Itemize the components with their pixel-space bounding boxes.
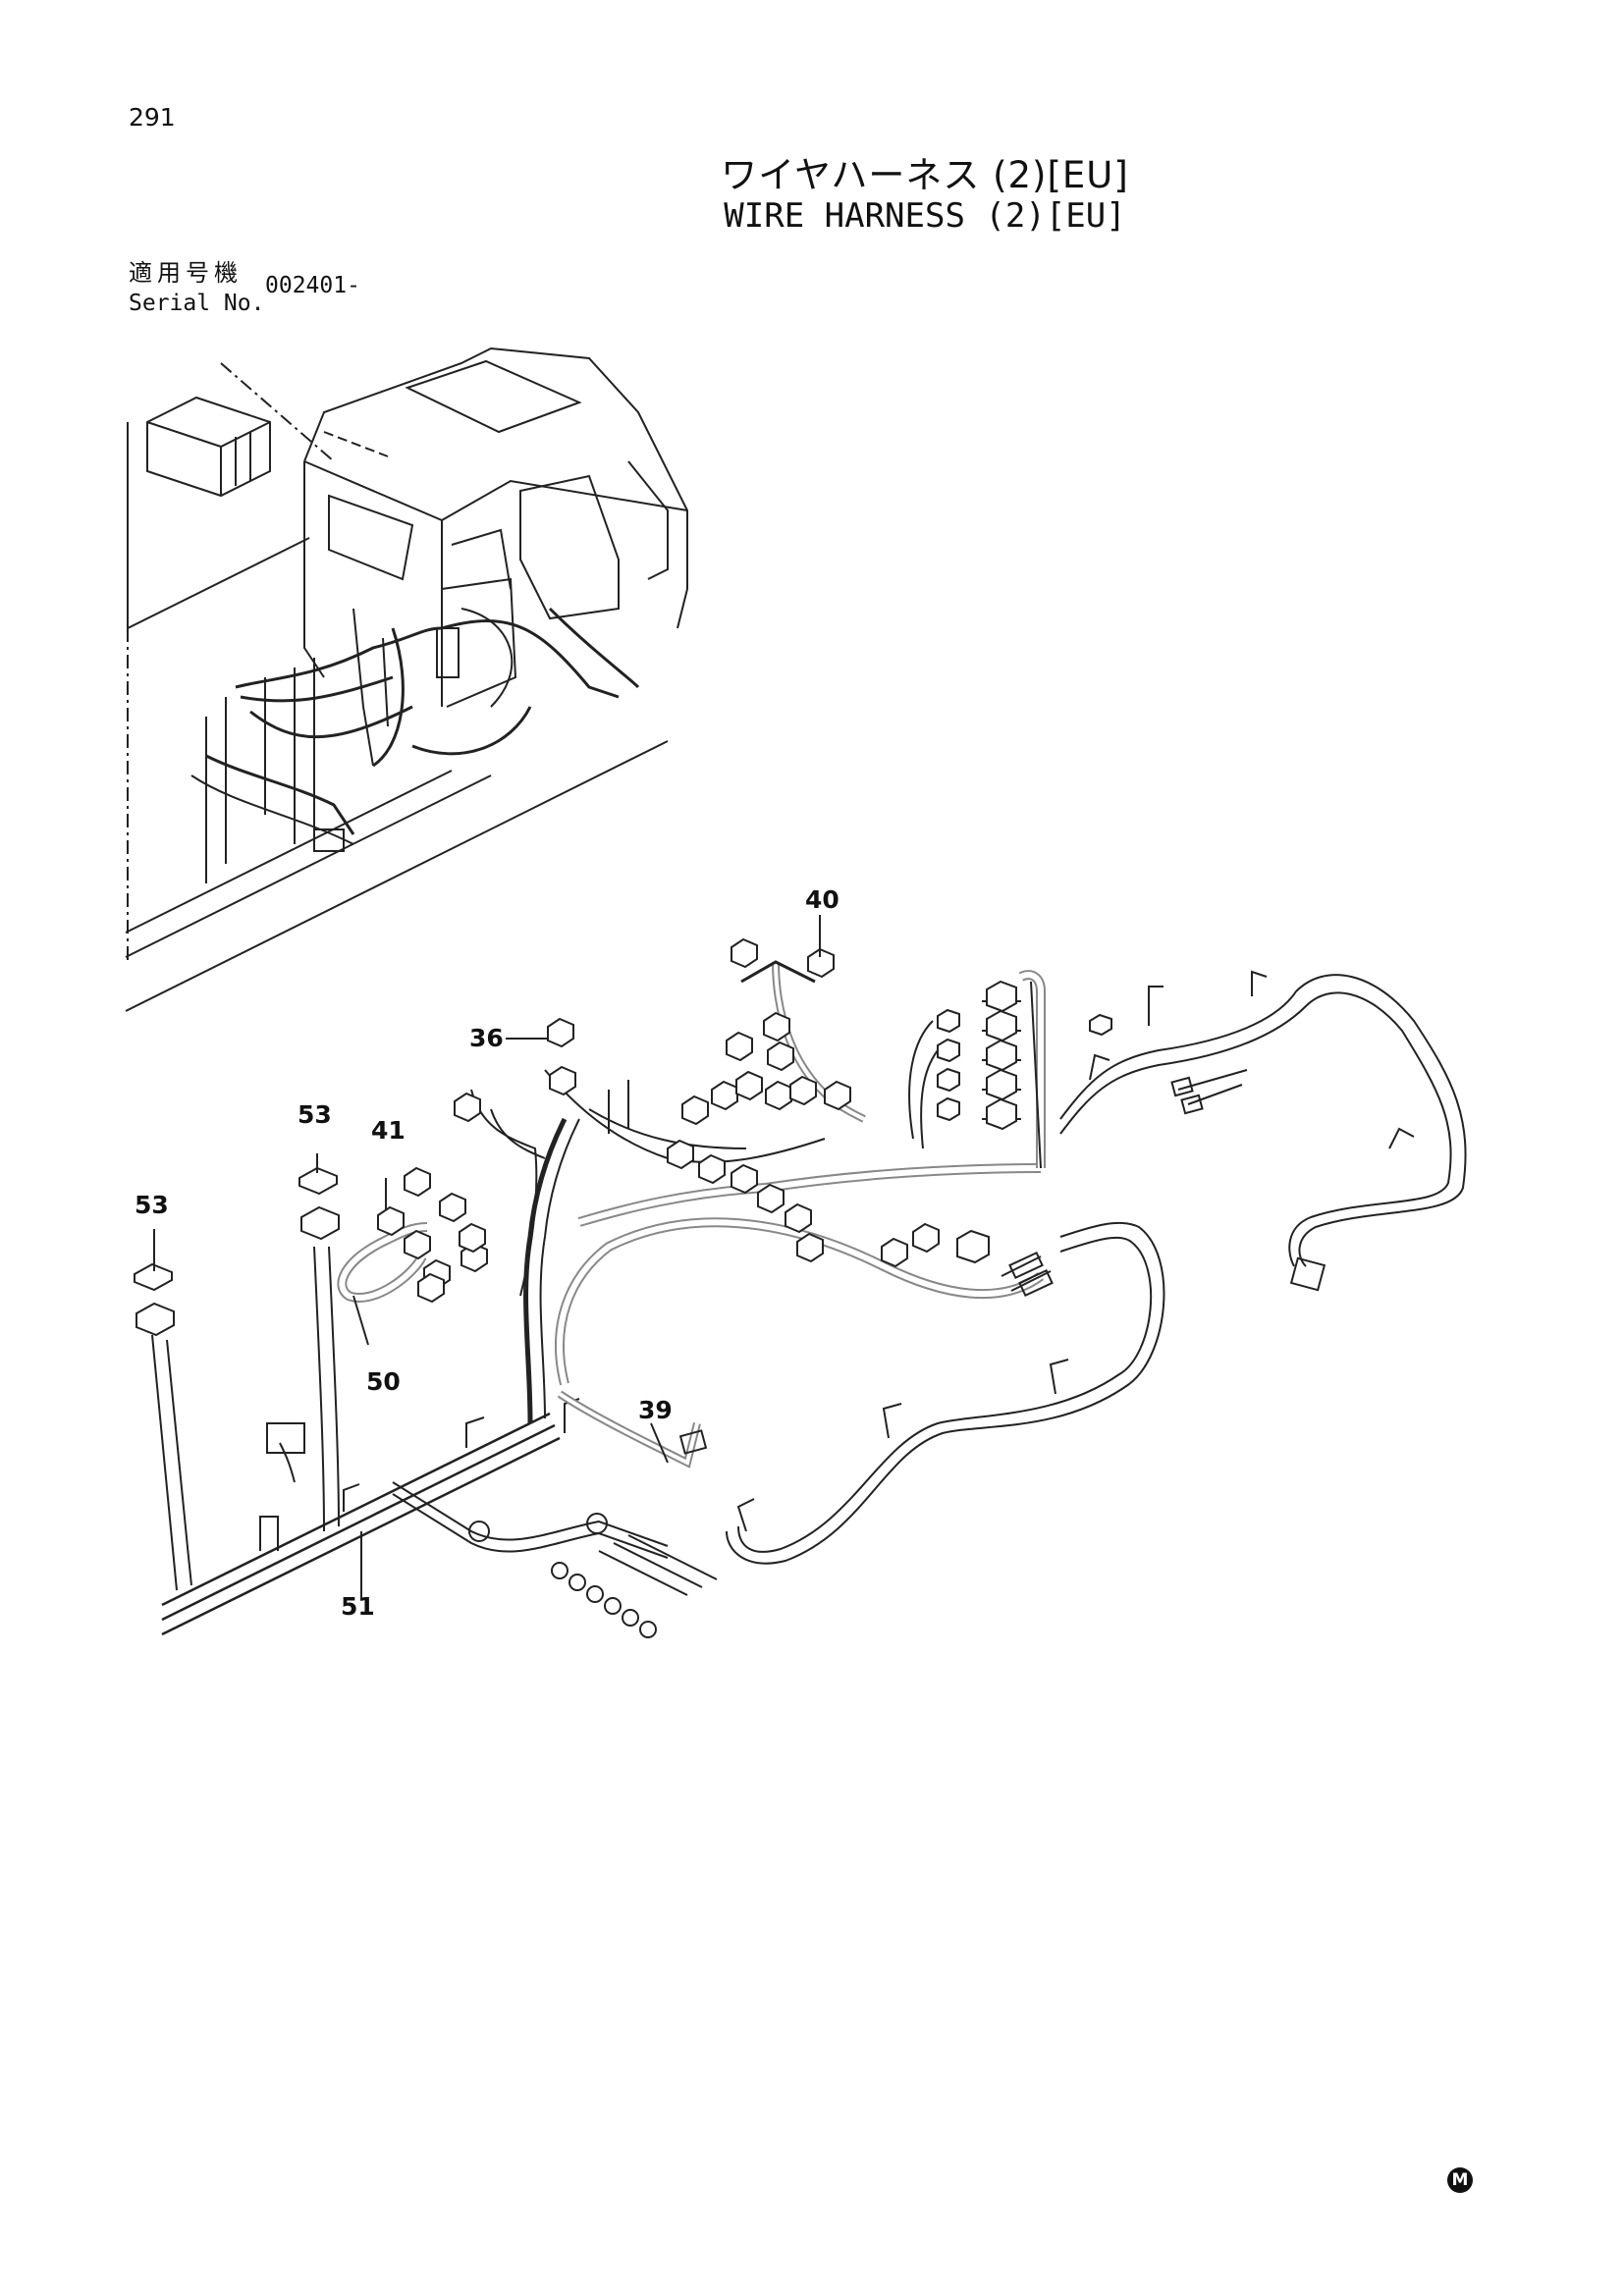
m-mark: M	[1447, 2167, 1473, 2193]
callout-label: 41	[371, 1116, 406, 1145]
ring-terminals	[551, 1534, 718, 1638]
connector-41	[377, 1205, 405, 1237]
connector-53-left	[134, 1262, 173, 1292]
side-window	[519, 474, 620, 620]
body-left-edge	[127, 422, 310, 630]
overview-connector	[313, 828, 345, 852]
serial-label-english: Serial No.	[129, 291, 265, 316]
connectors	[134, 937, 1112, 1337]
front-window	[328, 494, 414, 581]
serial-label-japanese: 適用号機	[129, 259, 243, 287]
title-english: WIRE HARNESS (2)[EU]	[724, 196, 1126, 236]
title-japanese: ワイヤハーネス (2)[EU]	[721, 154, 1129, 196]
callout-label: 53	[298, 1100, 332, 1129]
connector-40a	[731, 937, 758, 969]
far-right-connector	[1289, 1256, 1326, 1292]
connector-39	[678, 1429, 708, 1455]
connector-36	[547, 1017, 574, 1048]
callout-label: 53	[135, 1191, 169, 1219]
serial-value: 002401-	[265, 273, 360, 298]
battery-box	[146, 396, 271, 498]
branch-connector-a	[266, 1422, 305, 1454]
page-number: 291	[129, 103, 176, 132]
excavator-cab-overview	[125, 347, 688, 1012]
cab-outline	[303, 347, 688, 629]
callout-label: 40	[805, 885, 839, 914]
main-harness	[151, 960, 1467, 1638]
roof-window	[405, 359, 582, 434]
callout-label: 39	[638, 1396, 673, 1424]
body-lower-edge	[125, 740, 669, 1012]
callout-label: 36	[469, 1024, 504, 1052]
callout-label: 50	[366, 1367, 401, 1396]
callout-label: 51	[341, 1592, 375, 1621]
overview-relay-stack	[436, 627, 460, 678]
callout-labels: 40 36 53 41 53 50 39 51	[135, 885, 839, 1621]
callout-leaders	[153, 915, 821, 1600]
